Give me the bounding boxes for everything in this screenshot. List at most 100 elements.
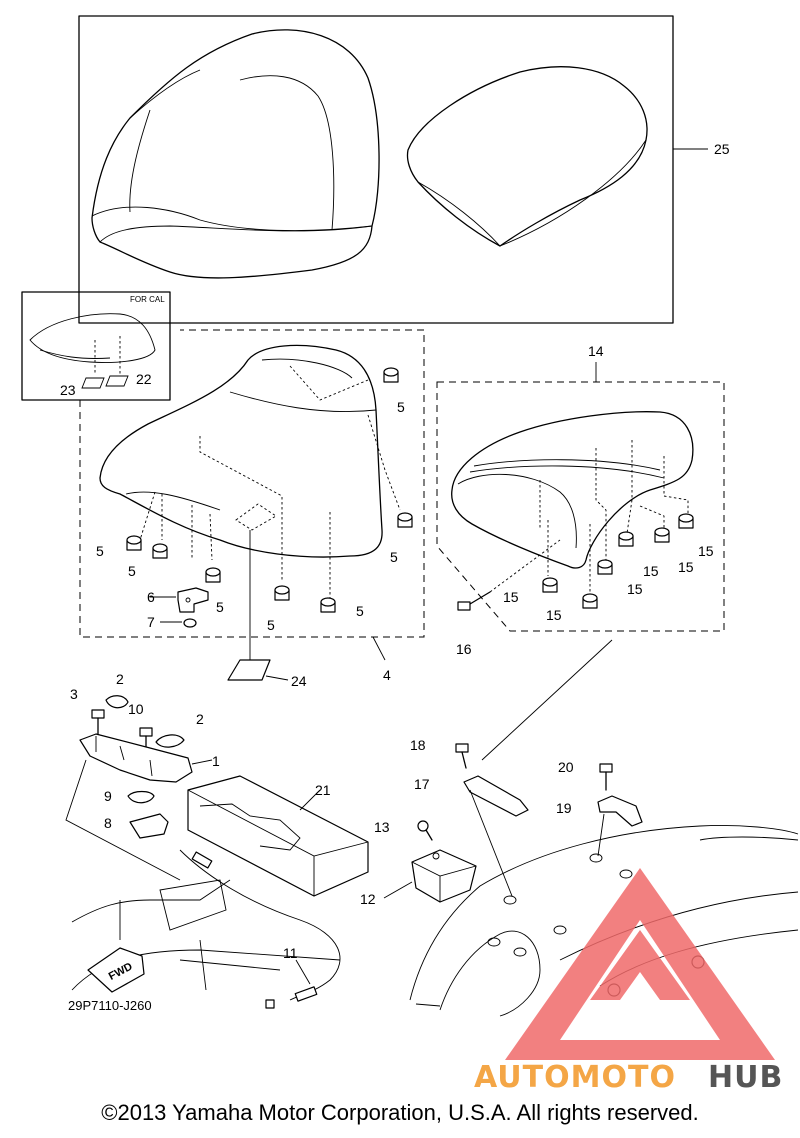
leader-4 (372, 636, 386, 661)
seat-cover-group: 25 (78, 15, 730, 324)
callout-7: 7 (147, 614, 155, 630)
leader-passenger-bracket (481, 639, 613, 761)
leader-12 (383, 881, 413, 899)
callout-16: 16 (456, 641, 472, 657)
passenger-cover-seam (417, 181, 501, 247)
rider-cover-edge (129, 109, 151, 213)
callout-13: 13 (374, 819, 390, 835)
leader-24b (265, 675, 289, 681)
grommet-15 (542, 513, 694, 609)
bracket-12 (411, 849, 477, 903)
callout-15: 15 (698, 543, 714, 559)
rider-seat-step (229, 391, 377, 413)
callout-25: 25 (714, 141, 730, 157)
lock-8 (129, 813, 169, 839)
callout-5: 5 (267, 617, 275, 633)
rider-cover-seam-lower (99, 225, 373, 243)
callout-5: 5 (96, 543, 104, 559)
inset-label-23 (81, 377, 105, 389)
callout-5: 5 (397, 399, 405, 415)
callout-5: 5 (390, 549, 398, 565)
watermark-text-1: AUTOMOTO (474, 1060, 676, 1095)
callout-12: 12 (360, 891, 376, 907)
callout-1: 1 (212, 753, 220, 769)
leader-bracket-frame (65, 759, 181, 881)
bracket-17 (463, 775, 529, 817)
callout-2: 2 (116, 671, 124, 687)
for-cal-inset: FOR CAL 23 22 (21, 291, 171, 401)
callout-15: 15 (678, 559, 694, 575)
rider-seat (99, 344, 383, 558)
callout-9: 9 (104, 788, 112, 804)
callout-14: 14 (588, 343, 604, 359)
rider-pin-lines-b (367, 414, 401, 511)
seat-cover-box (78, 15, 674, 324)
rider-cover-seam (91, 206, 373, 232)
hook-bracket-1 (79, 733, 193, 783)
washer-9 (127, 790, 155, 804)
callout-11: 11 (283, 945, 298, 961)
callout-24: 24 (291, 673, 307, 689)
bolt-3 (91, 709, 105, 739)
leader-1 (191, 759, 213, 765)
callout-21: 21 (315, 782, 331, 798)
inset-box (21, 291, 171, 401)
rear-fender-sketch (409, 825, 799, 1017)
rider-seat-front-edge (125, 491, 221, 511)
callout-15: 15 (546, 607, 562, 623)
rider-pin-lines-c (199, 436, 283, 580)
passenger-seat-cover (406, 66, 648, 247)
bracket-19 (597, 795, 643, 827)
callout-23: 23 (60, 382, 76, 398)
inset-leaders (94, 336, 121, 375)
callout-5: 5 (128, 563, 136, 579)
rider-cover-fold (129, 69, 201, 119)
passenger-cover-seam-b (499, 139, 647, 247)
passenger-seat-rim (457, 473, 577, 549)
callout-22: 22 (136, 371, 152, 387)
plate-2 (155, 734, 185, 748)
passenger-seat-strap-b (469, 465, 665, 479)
rider-pin-lines-e (235, 503, 277, 531)
callout-5: 5 (356, 603, 364, 619)
passenger-pin-lines-b (547, 520, 591, 596)
bolt-20 (599, 763, 613, 791)
fwd-arrow: FWD (87, 947, 145, 993)
diagram-code: 29P7110-J260 (68, 998, 152, 1013)
rider-pin-lines-d (139, 491, 331, 598)
callout-4: 4 (383, 667, 391, 683)
callout-15: 15 (627, 581, 643, 597)
callout-18: 18 (410, 737, 426, 753)
watermark-logo: AUTOMOTO HUB (474, 868, 783, 1095)
tool-tray-21 (187, 775, 369, 897)
frame-sketch-b (159, 879, 281, 991)
watermark-text-2: HUB (708, 1060, 783, 1095)
rider-seat-group: 5 5 5 5 5 5 5 6 7 24 4 (79, 329, 425, 689)
passenger-seat-strap (473, 459, 661, 471)
callout-8: 8 (104, 815, 112, 831)
plate-2 (105, 695, 129, 709)
rider-cover-panel (239, 75, 335, 231)
leader-11 (295, 959, 311, 985)
bracket-6 (177, 587, 209, 613)
inset-seat-line (39, 349, 111, 359)
nut-7 (183, 618, 197, 628)
rider-seat-back (261, 358, 353, 379)
callout-17: 17 (414, 776, 430, 792)
label-24 (227, 659, 271, 681)
callout-19: 19 (556, 800, 572, 816)
inset-label-22 (105, 375, 129, 387)
nut-10 (139, 727, 153, 737)
callout-20: 20 (558, 759, 574, 775)
grommet-5 (126, 367, 413, 613)
bolt-16 (457, 591, 491, 611)
passenger-pin-lines (539, 440, 689, 560)
callout-15: 15 (503, 589, 519, 605)
callout-5: 5 (216, 599, 224, 615)
leader-21 (299, 789, 321, 811)
callout-6: 6 (147, 589, 155, 605)
callout-3: 3 (70, 686, 78, 702)
rider-seat-cover (91, 29, 380, 279)
passenger-seat-box (436, 381, 725, 632)
